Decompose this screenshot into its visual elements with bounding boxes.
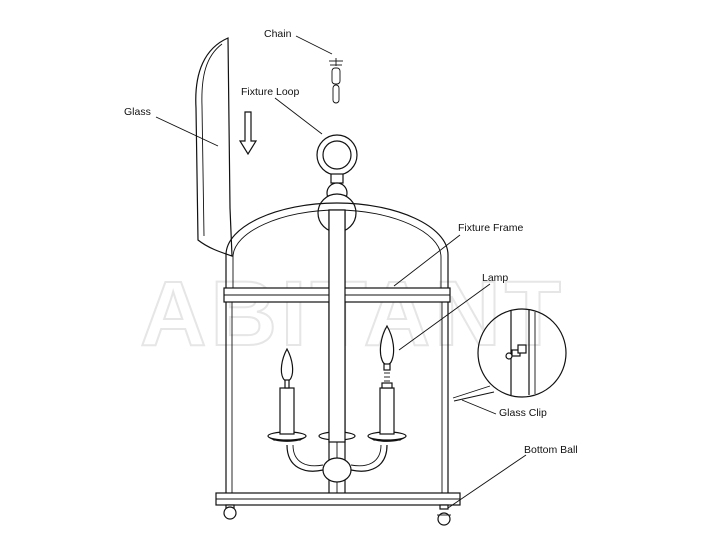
down-arrow-icon	[238, 111, 258, 156]
glass-panel	[195, 37, 233, 257]
watermark: ABITANT	[140, 263, 565, 365]
label-fixture-loop: Fixture Loop	[241, 86, 300, 98]
leader-lines	[155, 35, 527, 509]
label-chain: Chain	[264, 28, 292, 40]
chain-graphic	[329, 58, 343, 104]
label-lamp: Lamp	[482, 272, 508, 284]
glass-clip-detail	[452, 308, 567, 402]
bottom-balls	[223, 504, 451, 526]
label-glass-clip: Glass Clip	[499, 407, 547, 419]
label-fixture-frame: Fixture Frame	[458, 222, 524, 234]
label-bottom-ball: Bottom Ball	[524, 444, 578, 456]
label-glass: Glass	[124, 106, 151, 118]
candle-cluster	[267, 209, 407, 483]
